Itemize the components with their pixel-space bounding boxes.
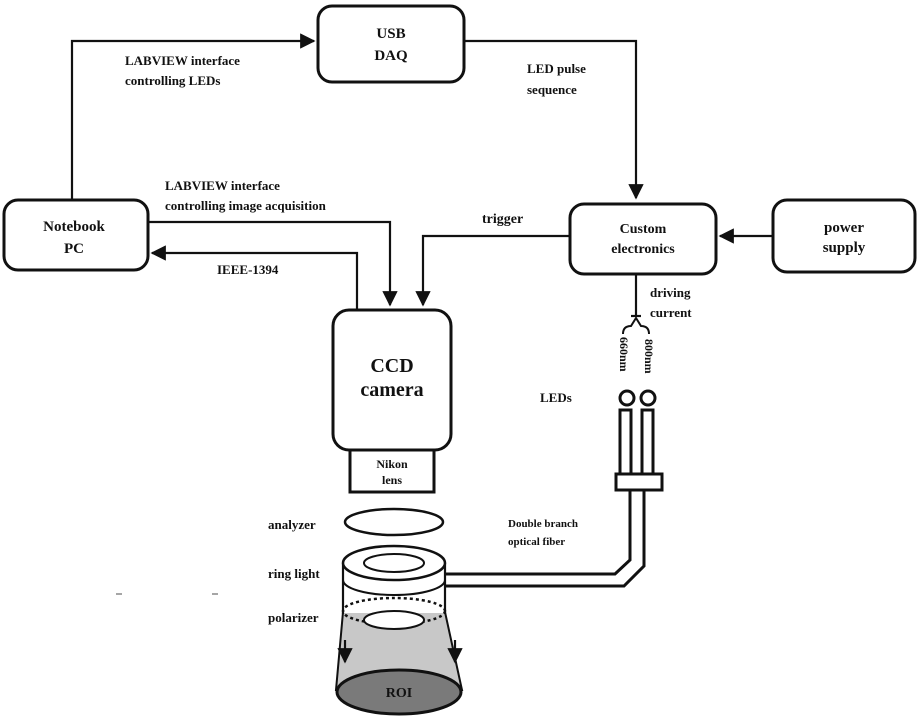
notebook-pc-line1: Notebook <box>43 219 105 235</box>
nikon-lens-box <box>348 448 436 494</box>
arrow-notebook-to-daq <box>70 33 316 200</box>
label-labview-leds-2: controlling LEDs <box>125 73 220 88</box>
label-driving-2: current <box>650 305 692 320</box>
label-ieee-1394: IEEE-1394 <box>217 262 279 277</box>
nikon-lens-line1: Nikon <box>376 457 408 471</box>
custom-electronics-box <box>568 202 718 276</box>
label-labview-leds-1: LABVIEW interface <box>125 53 240 68</box>
fiber-connector <box>614 472 664 492</box>
label-roi: ROI <box>386 686 412 701</box>
ring-light-inner <box>363 553 425 573</box>
optical-fiber-inner <box>445 490 646 588</box>
usb-daq-line2: DAQ <box>374 48 408 64</box>
ccd-camera-line2: camera <box>360 379 423 401</box>
analyzer-disc <box>343 507 445 537</box>
usb-daq-line1: USB <box>376 26 405 42</box>
power-supply-box <box>771 198 917 274</box>
label-analyzer: analyzer <box>268 517 316 532</box>
fiber-branch-right <box>640 408 655 476</box>
power-supply-line2: supply <box>823 240 866 256</box>
notebook-pc-line2: PC <box>64 241 84 257</box>
label-ring-light: ring light <box>268 566 320 581</box>
label-polarizer: polarizer <box>268 610 319 625</box>
label-fiber-2: optical fiber <box>508 536 565 548</box>
label-800nm: 800nm <box>642 339 656 374</box>
ring-light-band <box>342 579 446 596</box>
notebook-pc-box <box>2 198 150 272</box>
label-fiber-1: Double branch <box>508 518 578 530</box>
custom-electronics-line2: electronics <box>611 242 675 257</box>
led-brace <box>622 316 650 335</box>
arrow-daq-to-custom <box>464 39 644 200</box>
roi-ellipse <box>335 668 463 716</box>
ccd-camera-line1: CCD <box>370 355 413 377</box>
custom-electronics-line1: Custom <box>620 222 667 237</box>
label-led-pulse-2: sequence <box>527 82 577 97</box>
led-800nm <box>639 389 657 407</box>
polarizer-inner <box>363 610 425 630</box>
label-trigger: trigger <box>482 212 523 227</box>
label-660nm: 660nm <box>617 337 631 372</box>
arrow-trigger <box>415 234 570 307</box>
power-supply-line1: power <box>824 220 864 236</box>
label-leds: LEDs <box>540 390 572 405</box>
fiber-branch-left <box>618 408 633 476</box>
usb-daq-box <box>316 4 466 84</box>
nikon-lens-line2: lens <box>382 473 402 487</box>
label-labview-image-1: LABVIEW interface <box>165 178 280 193</box>
label-labview-image-2: controlling image acquisition <box>165 198 327 213</box>
arrow-notebook-to-ccd <box>148 220 398 307</box>
arrow-ccd-to-notebook <box>150 245 359 310</box>
led-660nm <box>618 389 636 407</box>
optical-fiber-outer <box>445 490 632 576</box>
label-led-pulse-1: LED pulse <box>527 61 586 76</box>
label-driving-1: driving <box>650 285 691 300</box>
